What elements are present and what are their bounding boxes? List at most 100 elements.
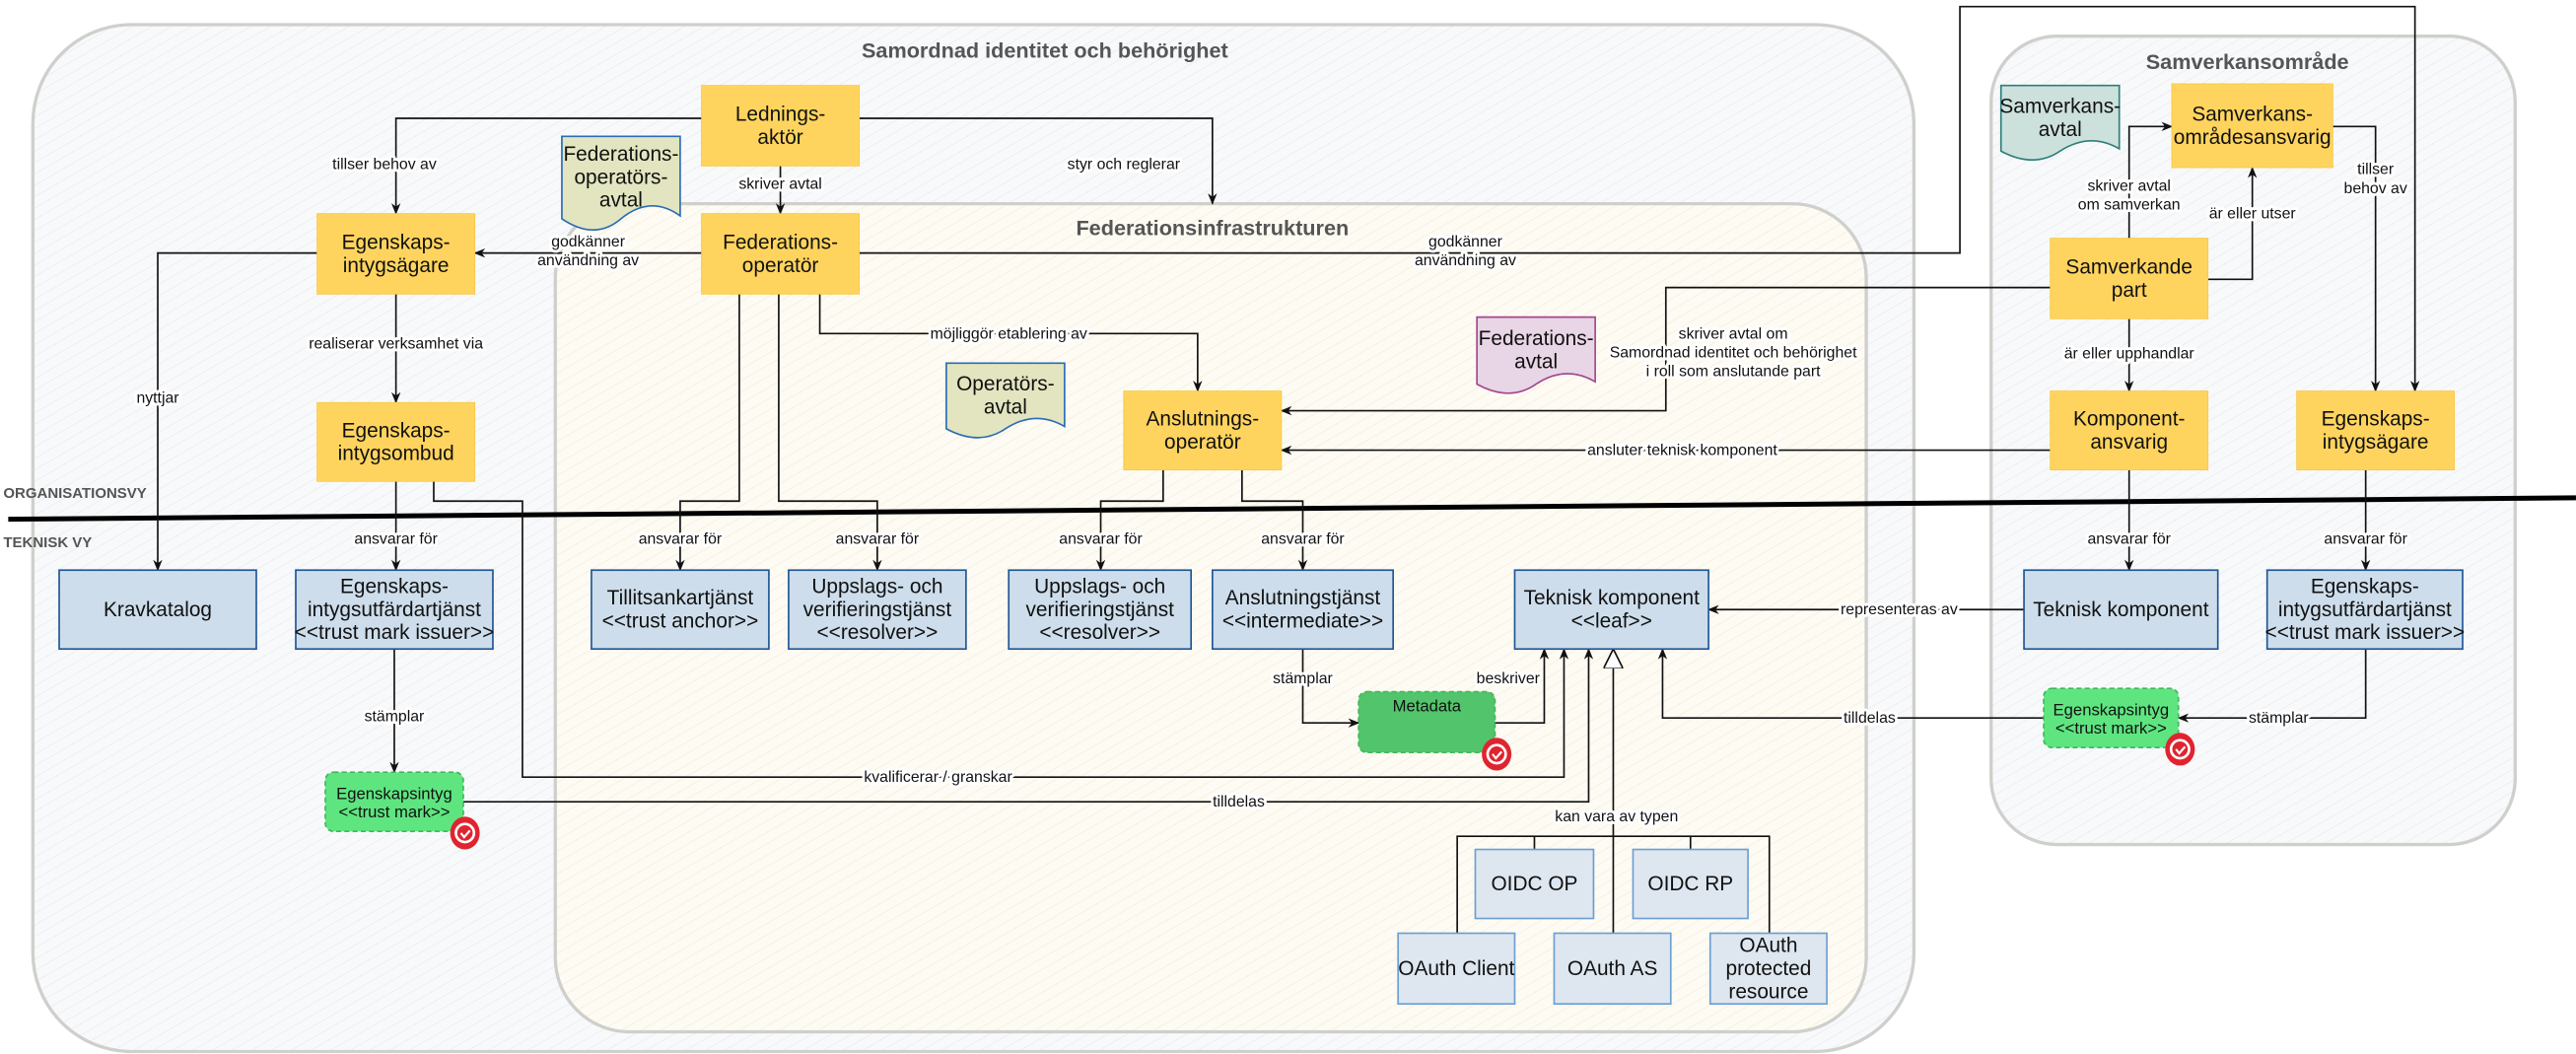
connector-label-line: styr och reglerar bbox=[1068, 157, 1181, 174]
node-anslutningstjanst[interactable]: Anslutningstjänst<<intermediate>> bbox=[1212, 569, 1394, 651]
node-label-line: <<resolver>> bbox=[817, 621, 939, 644]
node-operatorsavtal[interactable]: Operatörs-avtal bbox=[945, 362, 1066, 439]
connector-label-line: möjliggör etablering av bbox=[931, 325, 1087, 342]
connector-label-line: beskriver bbox=[1477, 670, 1541, 687]
connector-label-line: är eller utser bbox=[2209, 206, 2297, 223]
node-utfardartjanst-right[interactable]: Egenskaps-intygsutfärdartjänst<<trust ma… bbox=[2265, 569, 2466, 651]
connector-arrow bbox=[675, 294, 740, 572]
connector-label-line: ansvarar för bbox=[1261, 531, 1345, 548]
node-oauth-as[interactable]: OAuth AS bbox=[1553, 932, 1672, 1006]
node-label: Samverkans-områdesansvarig bbox=[2174, 103, 2332, 148]
node-label-line: operatör bbox=[1164, 431, 1241, 454]
node-egenskapsintygsagare-right[interactable]: Egenskaps-intygsägare bbox=[2296, 390, 2456, 471]
node-label-line: <<trust mark issuer>> bbox=[295, 621, 495, 644]
connector-label-line: stämplar bbox=[1273, 670, 1333, 687]
connector-label-mojliggor: möjliggör etablering av bbox=[931, 325, 1087, 342]
node-label-line: Uppslags- och bbox=[811, 576, 942, 598]
nodes: Lednings-aktörFederations-operatörEgensk… bbox=[58, 83, 2466, 1006]
node-metadata[interactable]: Metadata bbox=[1358, 690, 1512, 771]
node-label-line: OIDC OP bbox=[1491, 873, 1577, 895]
connector-label-line: realiserar verksamhet via bbox=[309, 335, 483, 352]
node-ledningsaktor[interactable]: Lednings-aktör bbox=[701, 85, 860, 167]
node-federationsoperatorsavtal[interactable]: Federations-operatörs-avtal bbox=[561, 135, 681, 231]
connector-label-line: användning av bbox=[1415, 252, 1516, 269]
connector-arrow bbox=[818, 294, 1203, 392]
connector-label-line: ansvarar för bbox=[639, 531, 723, 548]
node-trustmark-left[interactable]: Egenskapsintyg<<trust mark>> bbox=[324, 771, 480, 850]
node-label-line: avtal bbox=[984, 396, 1027, 419]
node-label: Egenskapsintyg<<trust mark>> bbox=[336, 785, 453, 821]
connector-arrow bbox=[1301, 649, 1360, 728]
connector-label-line: stämplar bbox=[365, 709, 425, 726]
node-tillitsankartjanst[interactable]: Tillitsankartjänst<<trust anchor>> bbox=[591, 569, 770, 651]
node-label-line: verifieringstjänst bbox=[1025, 598, 1174, 621]
node-egenskapsintygsagare-left[interactable]: Egenskaps-intygsägare bbox=[316, 213, 476, 295]
connector-label-line: nyttjar bbox=[136, 389, 179, 406]
node-label-line: intygsägare bbox=[2323, 431, 2429, 454]
node-kravkatalog[interactable]: Kravkatalog bbox=[58, 569, 257, 651]
connector-label-stamplar-left: stämplar bbox=[365, 709, 425, 726]
connector-arrow bbox=[859, 117, 1218, 205]
connector-label-line: tilldelas bbox=[1844, 710, 1896, 727]
node-samverkansavtal[interactable]: Samverkans-avtal bbox=[1999, 84, 2121, 161]
connector-label-line: stämplar bbox=[2249, 710, 2309, 727]
connector-arrow bbox=[153, 251, 317, 572]
connector-label-line: användning av bbox=[537, 252, 639, 269]
connector-label-upphandlar: är eller upphandlar bbox=[2064, 345, 2195, 362]
node-label: Egenskaps-intygsägare bbox=[2322, 408, 2430, 454]
node-label-line: Metadata bbox=[1393, 697, 1462, 716]
node-label-line: <<resolver>> bbox=[1039, 621, 1160, 644]
node-komponentansvarig[interactable]: Komponent-ansvarig bbox=[2050, 390, 2209, 471]
node-label-line: intygsombud bbox=[338, 443, 454, 465]
node-label-line: OAuth AS bbox=[1567, 957, 1657, 980]
node-label-line: Egenskaps- bbox=[340, 576, 449, 598]
connector-label-line: tillser bbox=[2357, 162, 2395, 178]
node-teknisk-right[interactable]: Teknisk komponent bbox=[2023, 569, 2219, 651]
node-label-line: Egenskaps- bbox=[2311, 576, 2419, 598]
node-trustmark-right[interactable]: Egenskapsintyg<<trust mark>> bbox=[2043, 687, 2195, 766]
connector-arrow bbox=[390, 117, 702, 215]
connector-label-beskriver: beskriver bbox=[1477, 670, 1541, 687]
connector-arrow bbox=[462, 648, 1594, 804]
node-anslutningsoperator[interactable]: Anslutnings-operatör bbox=[1123, 390, 1283, 471]
node-label-line: Operatörs- bbox=[956, 373, 1055, 395]
node-oidc-op[interactable]: OIDC OP bbox=[1474, 848, 1595, 920]
view-divider: ORGANISATIONSVY TEKNISK VY bbox=[3, 485, 2576, 551]
connector-label-line: ansvarar för bbox=[2324, 531, 2407, 548]
connector-arrow bbox=[778, 294, 882, 572]
connector-arrow bbox=[859, 5, 2420, 392]
node-federationsavtal[interactable]: Federations-avtal bbox=[1476, 316, 1596, 394]
node-oauth-client[interactable]: OAuth Client bbox=[1397, 932, 1516, 1006]
node-label-line: OIDC RP bbox=[1647, 873, 1733, 895]
node-label: Federations-operatör bbox=[723, 231, 838, 276]
connector-label-line: skriver avtal om bbox=[1679, 325, 1788, 342]
connector-arrow bbox=[1095, 469, 1164, 572]
connector-arrow bbox=[1241, 469, 1308, 572]
connector-label-line: representeras av bbox=[1841, 601, 1958, 618]
node-oidc-rp[interactable]: OIDC RP bbox=[1632, 848, 1749, 920]
node-label-line: Kravkatalog bbox=[104, 598, 212, 621]
node-label-line: Egenskaps- bbox=[342, 231, 451, 253]
node-label: OAuth Client bbox=[1398, 957, 1514, 980]
connector-label-nyttjar: nyttjar bbox=[136, 389, 179, 406]
node-samverkansomradesansvarig[interactable]: Samverkans-områdesansvarig bbox=[2171, 83, 2333, 169]
node-label-line: <<trust mark>> bbox=[2055, 719, 2167, 738]
node-label: OIDC RP bbox=[1647, 873, 1733, 895]
node-label-line: OAuth Client bbox=[1398, 957, 1514, 980]
node-utfardartjanst-left[interactable]: Egenskaps-intygsutfärdartjänst<<trust ma… bbox=[295, 569, 495, 651]
node-federationsoperator[interactable]: Federations-operatör bbox=[701, 213, 860, 295]
node-label-line: intygsutfärdartjänst bbox=[2278, 598, 2452, 621]
node-teknisk-leaf[interactable]: Teknisk komponent<<leaf>> bbox=[1513, 569, 1709, 651]
node-egenskapsintygsombud[interactable]: Egenskaps-intygsombud bbox=[316, 401, 476, 482]
connector-arrow bbox=[2207, 166, 2258, 281]
